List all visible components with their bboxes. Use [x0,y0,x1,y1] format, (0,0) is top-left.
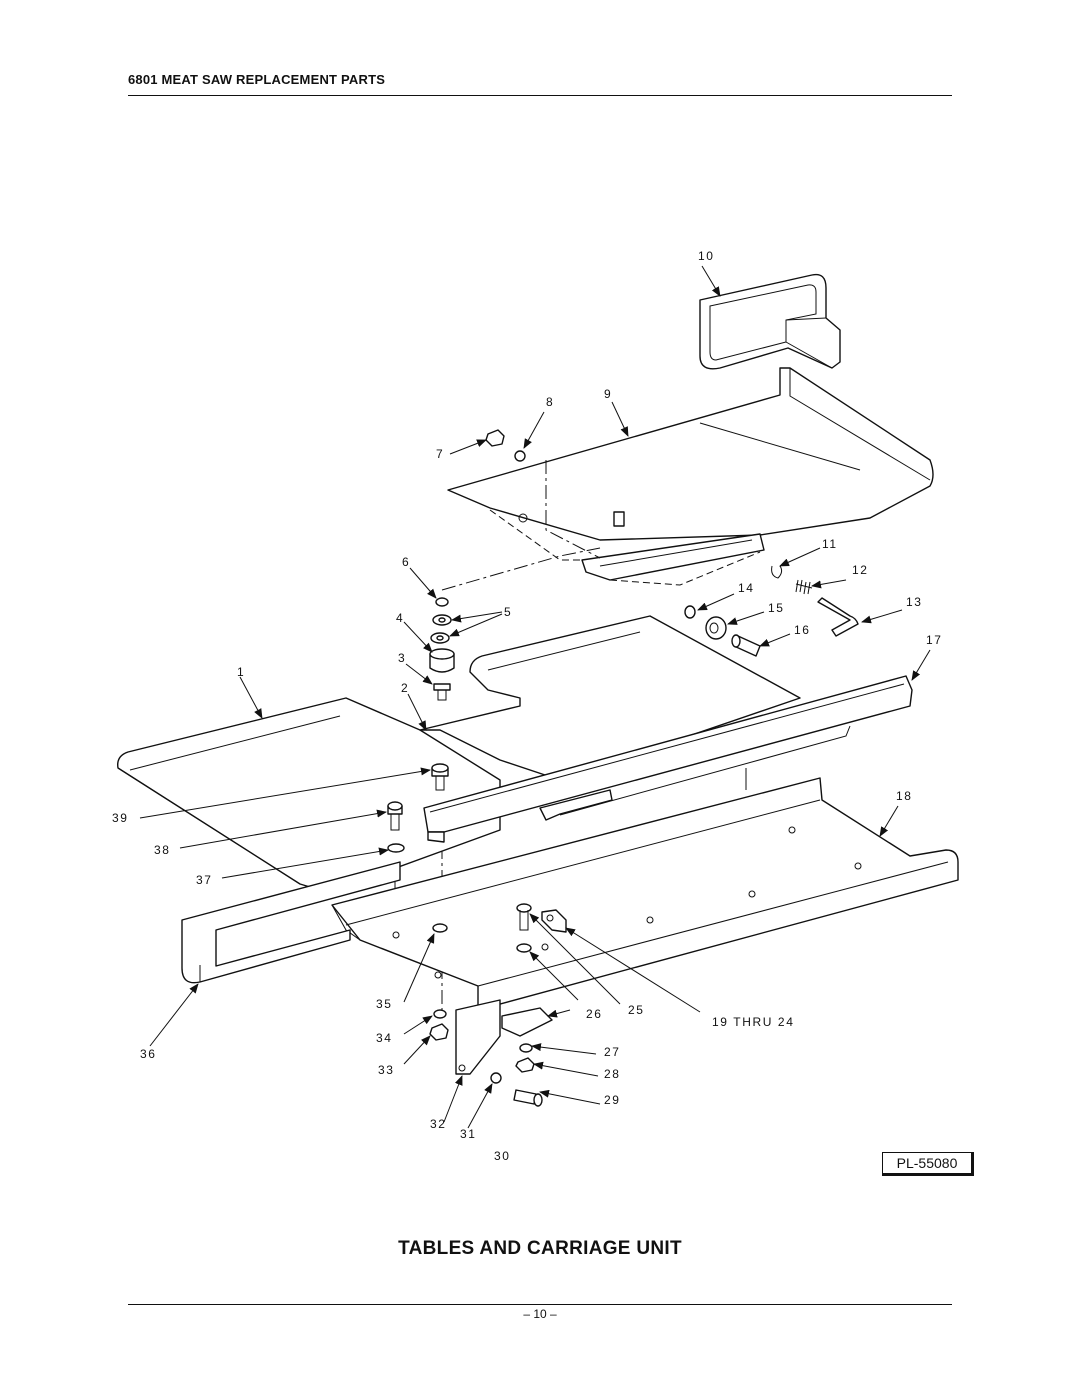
callout-19-thru-24: 19 THRU 24 [712,1015,794,1029]
callout-32: 32 [430,1117,447,1131]
callout-12: 12 [852,563,869,577]
callout-6: 6 [402,555,410,569]
callout-1: 1 [237,665,245,679]
callout-39: 39 [112,811,129,825]
callout-29: 29 [604,1093,621,1107]
callout-25: 25 [628,1003,645,1017]
callout-30: 30 [494,1149,511,1163]
footer-rule [128,1304,952,1305]
top-table-part [447,367,934,561]
callout-16: 16 [794,623,811,637]
page-title: TABLES AND CARRIAGE UNIT [398,1238,682,1259]
callout-28: 28 [604,1067,621,1081]
callout-7: 7 [436,447,444,461]
guide-rail-part [423,675,913,843]
callout-18: 18 [896,789,913,803]
callout-14: 14 [738,581,755,595]
callout-37: 37 [196,873,213,887]
callout-35: 35 [376,997,393,1011]
callout-11: 11 [822,537,838,551]
callout-5: 5 [504,605,512,619]
drawing-number-box: PL-55080 [882,1152,974,1176]
header-rule [128,95,952,96]
callout-15: 15 [768,601,785,615]
callout-26: 26 [586,1007,603,1021]
callout-3: 3 [398,651,406,665]
callout-8: 8 [546,395,554,409]
callout-13: 13 [906,595,923,609]
leader-lines [139,265,931,1129]
page-number: – 10 – [523,1307,557,1321]
callout-labels: 1 2 3 4 5 6 7 8 9 10 11 12 13 14 15 16 1… [112,249,943,1163]
rear-table-part [419,615,801,781]
callout-10: 10 [698,249,715,263]
header-title: 6801 MEAT SAW REPLACEMENT PARTS [128,72,386,87]
callout-36: 36 [140,1047,157,1061]
callout-33: 33 [378,1063,395,1077]
callout-34: 34 [376,1031,393,1045]
channel-part [181,861,401,984]
callout-2: 2 [401,681,409,695]
callout-31: 31 [460,1127,477,1141]
handle-part [699,273,841,370]
callout-38: 38 [154,843,171,857]
callout-9: 9 [604,387,612,401]
carriage-slide-part [581,533,765,586]
callout-27: 27 [604,1045,621,1059]
bracket-part [455,999,553,1075]
carriage-base-part [331,768,959,1011]
callout-17: 17 [926,633,943,647]
callout-4: 4 [396,611,404,625]
